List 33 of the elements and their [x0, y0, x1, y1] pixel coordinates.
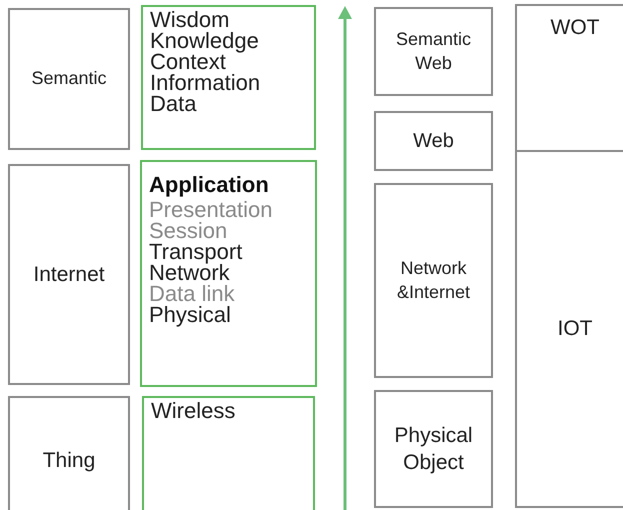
layer-label: Web: [413, 129, 454, 154]
layer-label: Semantic: [31, 67, 107, 90]
layer-box: [142, 396, 315, 510]
layer-box: [8, 164, 130, 385]
layer-box: [515, 4, 623, 152]
layer-label: Semantic Web: [394, 28, 472, 74]
layer-box: [8, 396, 130, 510]
layer-label: Session: [149, 220, 228, 241]
layer-label: Physical Object: [393, 422, 474, 476]
layer-label: Data link: [149, 283, 235, 304]
layer-box: [374, 111, 493, 171]
layer-label: Internet: [33, 262, 105, 288]
layer-label: Knowledge: [150, 30, 259, 51]
layer-label: IOT: [558, 316, 592, 342]
layer-label: Context: [150, 51, 226, 72]
layer-box: [515, 150, 623, 508]
layer-box: [374, 7, 493, 96]
layer-label: Wisdom: [150, 9, 230, 30]
layer-label: Transport: [149, 241, 242, 262]
layer-label: WOT: [550, 15, 600, 41]
layer-label: Physical: [149, 304, 231, 325]
layer-box: [140, 160, 317, 387]
layer-box: [374, 390, 493, 508]
layer-label: Application: [149, 174, 269, 195]
layer-label: Data: [150, 93, 196, 114]
layer-label: Information: [150, 72, 260, 93]
layer-label: Presentation: [149, 199, 273, 220]
layer-label: Thing: [42, 448, 96, 474]
layer-box: [374, 183, 493, 378]
layer-label: Wireless: [151, 400, 236, 421]
layer-label: Network &Internet: [396, 257, 472, 304]
layer-box: [8, 8, 130, 150]
layer-box: [141, 5, 316, 150]
